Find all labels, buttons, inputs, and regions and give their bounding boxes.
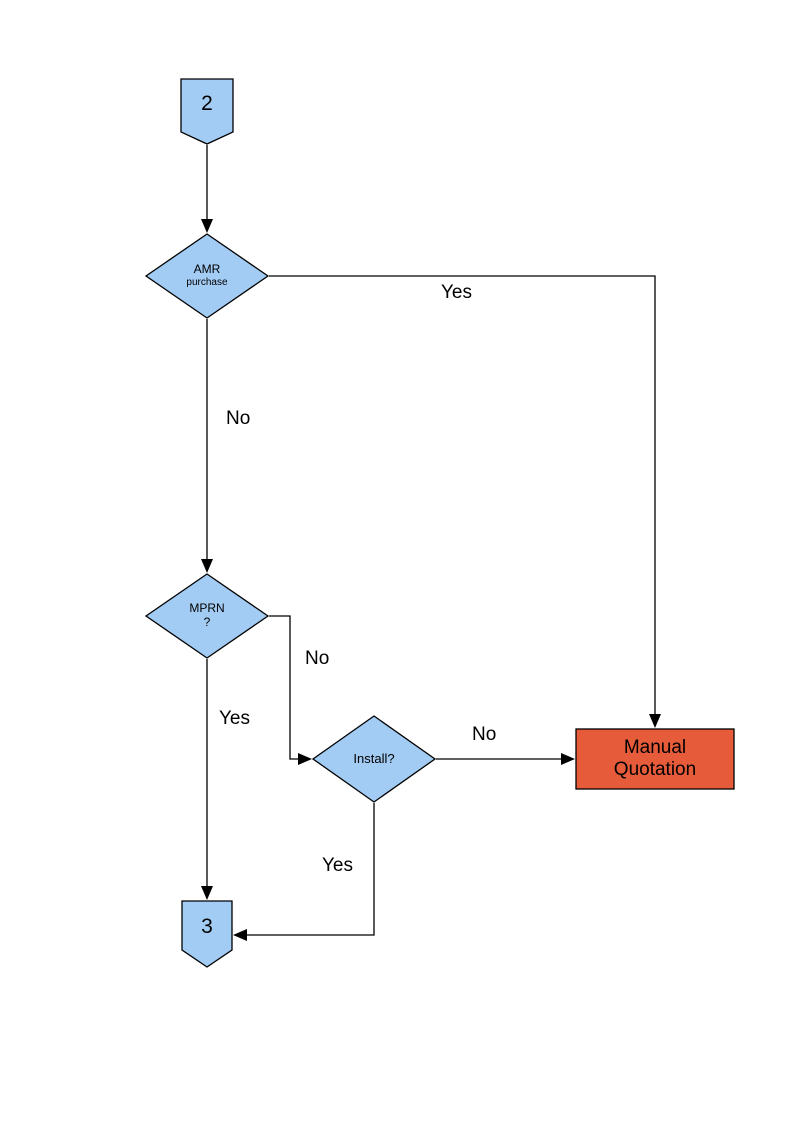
edge-label-mprn-yes: Yes bbox=[219, 708, 250, 729]
edge-label-mprn-no: No bbox=[305, 648, 330, 669]
edge-mprn-no-to-install bbox=[269, 615, 299, 760]
offpage-connector-2: 2 bbox=[180, 78, 234, 145]
arrowhead-into-amr bbox=[201, 219, 213, 233]
decision-mprn-shape bbox=[144, 573, 270, 659]
edge-label-install-yes: Yes bbox=[322, 855, 353, 876]
arrowhead-into-exit-top bbox=[201, 886, 213, 900]
decision-mprn: MPRN ? bbox=[144, 573, 270, 659]
arrowhead-into-install bbox=[298, 753, 312, 765]
decision-amr-purchase-shape bbox=[144, 233, 270, 319]
process-manual-quotation-shape bbox=[575, 728, 735, 790]
process-manual-quotation: Manual Quotation bbox=[575, 728, 735, 790]
decision-install: Install? bbox=[311, 715, 437, 803]
arrowhead-into-manual-top bbox=[649, 714, 661, 728]
decision-amr-purchase: AMR purchase bbox=[144, 233, 270, 319]
offpage-connector-3-shape bbox=[181, 900, 233, 968]
edge-label-amr-no: No bbox=[226, 408, 251, 429]
decision-install-shape bbox=[311, 715, 437, 803]
edge-label-amr-yes: Yes bbox=[441, 282, 472, 303]
arrowhead-into-mprn bbox=[201, 559, 213, 573]
edge-install-yes-to-exit bbox=[246, 803, 375, 936]
arrowhead-into-exit-right bbox=[233, 929, 247, 941]
edge-label-install-no: No bbox=[472, 724, 497, 745]
arrowhead-into-manual-left bbox=[561, 753, 575, 765]
edge-amr-yes-to-manual bbox=[269, 275, 656, 715]
flow-edges bbox=[206, 145, 656, 936]
offpage-connector-3: 3 bbox=[181, 900, 233, 968]
offpage-connector-2-shape bbox=[180, 78, 234, 145]
arrowheads bbox=[201, 219, 661, 941]
